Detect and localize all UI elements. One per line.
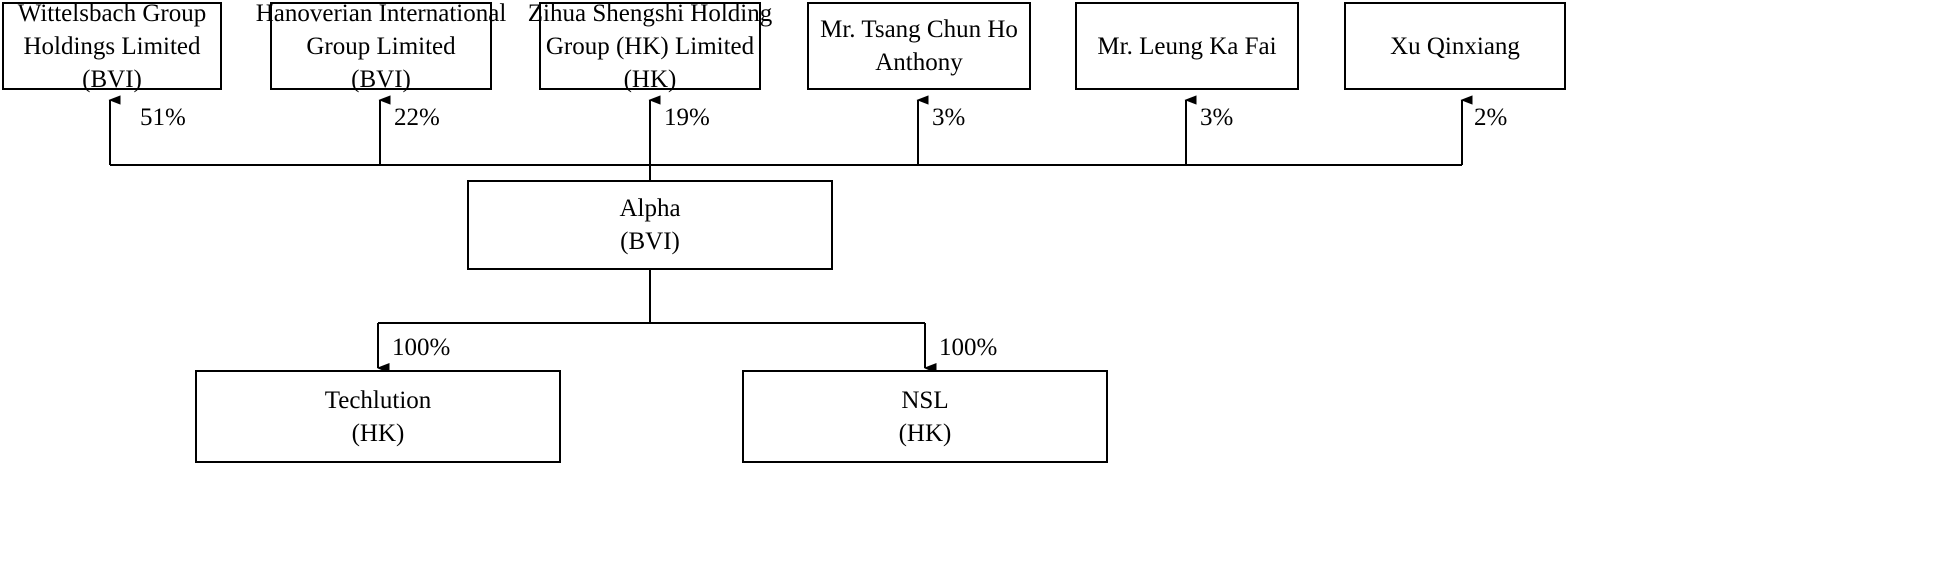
holding-company-box-alpha[interactable]: Alpha (BVI) <box>467 180 833 270</box>
percent-label-nsl: 100% <box>939 334 998 361</box>
subsidiary-jurisdiction: (HK) <box>898 419 952 447</box>
shareholder-name-line-1: Xu Qinxiang <box>1390 32 1520 60</box>
subsidiary-jurisdiction: (HK) <box>351 419 405 447</box>
percent-label-tsang-chun-ho-anthony: 3% <box>932 104 966 131</box>
shareholder-name-line-2: Group Limited <box>306 32 456 60</box>
percent-label-hanoverian: 22% <box>394 104 440 131</box>
shareholder-jurisdiction: (HK) <box>623 65 677 93</box>
subsidiary-box-techlution[interactable]: Techlution (HK) <box>195 370 561 463</box>
shareholder-name-line-1: Wittelsbach Group <box>17 0 207 27</box>
shareholder-name-line-1: Mr. Leung Ka Fai <box>1097 32 1277 60</box>
shareholder-name-line-1: Mr. Tsang Chun Ho <box>820 16 1018 43</box>
shareholder-name-line-1: Zihua Shengshi Holding <box>527 0 773 27</box>
percent-label-wittelsbach: 51% <box>140 104 186 131</box>
shareholder-name-line-2: Holdings Limited <box>23 32 201 60</box>
subsidiary-name: Techlution <box>324 386 432 414</box>
percent-label-xu-qinxiang: 2% <box>1474 104 1508 131</box>
percent-label-techlution: 100% <box>392 334 451 361</box>
shareholder-name-line-2: Group (HK) Limited <box>545 32 755 60</box>
shareholder-box-tsang-chun-ho-anthony[interactable]: Mr. Tsang Chun Ho Anthony <box>807 2 1031 90</box>
shareholder-box-zihua[interactable]: Zihua Shengshi Holding Group (HK) Limite… <box>528 0 772 93</box>
shareholder-jurisdiction: (BVI) <box>351 65 411 93</box>
shareholder-name-line-1: Hanoverian International <box>255 0 507 27</box>
holding-company-name: Alpha <box>619 195 681 222</box>
percent-label-leung-ka-fai: 3% <box>1200 104 1234 131</box>
shareholder-box-wittelsbach[interactable]: Wittelsbach Group Holdings Limited (BVI) <box>2 0 222 93</box>
subsidiary-name: NSL <box>901 386 949 414</box>
shareholder-name-line-2: Anthony <box>875 49 963 76</box>
percent-label-zihua: 19% <box>664 104 710 131</box>
shareholder-box-leung-ka-fai[interactable]: Mr. Leung Ka Fai <box>1075 2 1299 90</box>
shareholder-box-hanoverian[interactable]: Hanoverian International Group Limited (… <box>256 0 507 93</box>
subsidiary-box-nsl[interactable]: NSL (HK) <box>742 370 1108 463</box>
shareholder-box-xu-qinxiang[interactable]: Xu Qinxiang <box>1344 2 1566 90</box>
shareholder-jurisdiction: (BVI) <box>82 65 142 93</box>
holding-company-jurisdiction: (BVI) <box>620 228 680 255</box>
